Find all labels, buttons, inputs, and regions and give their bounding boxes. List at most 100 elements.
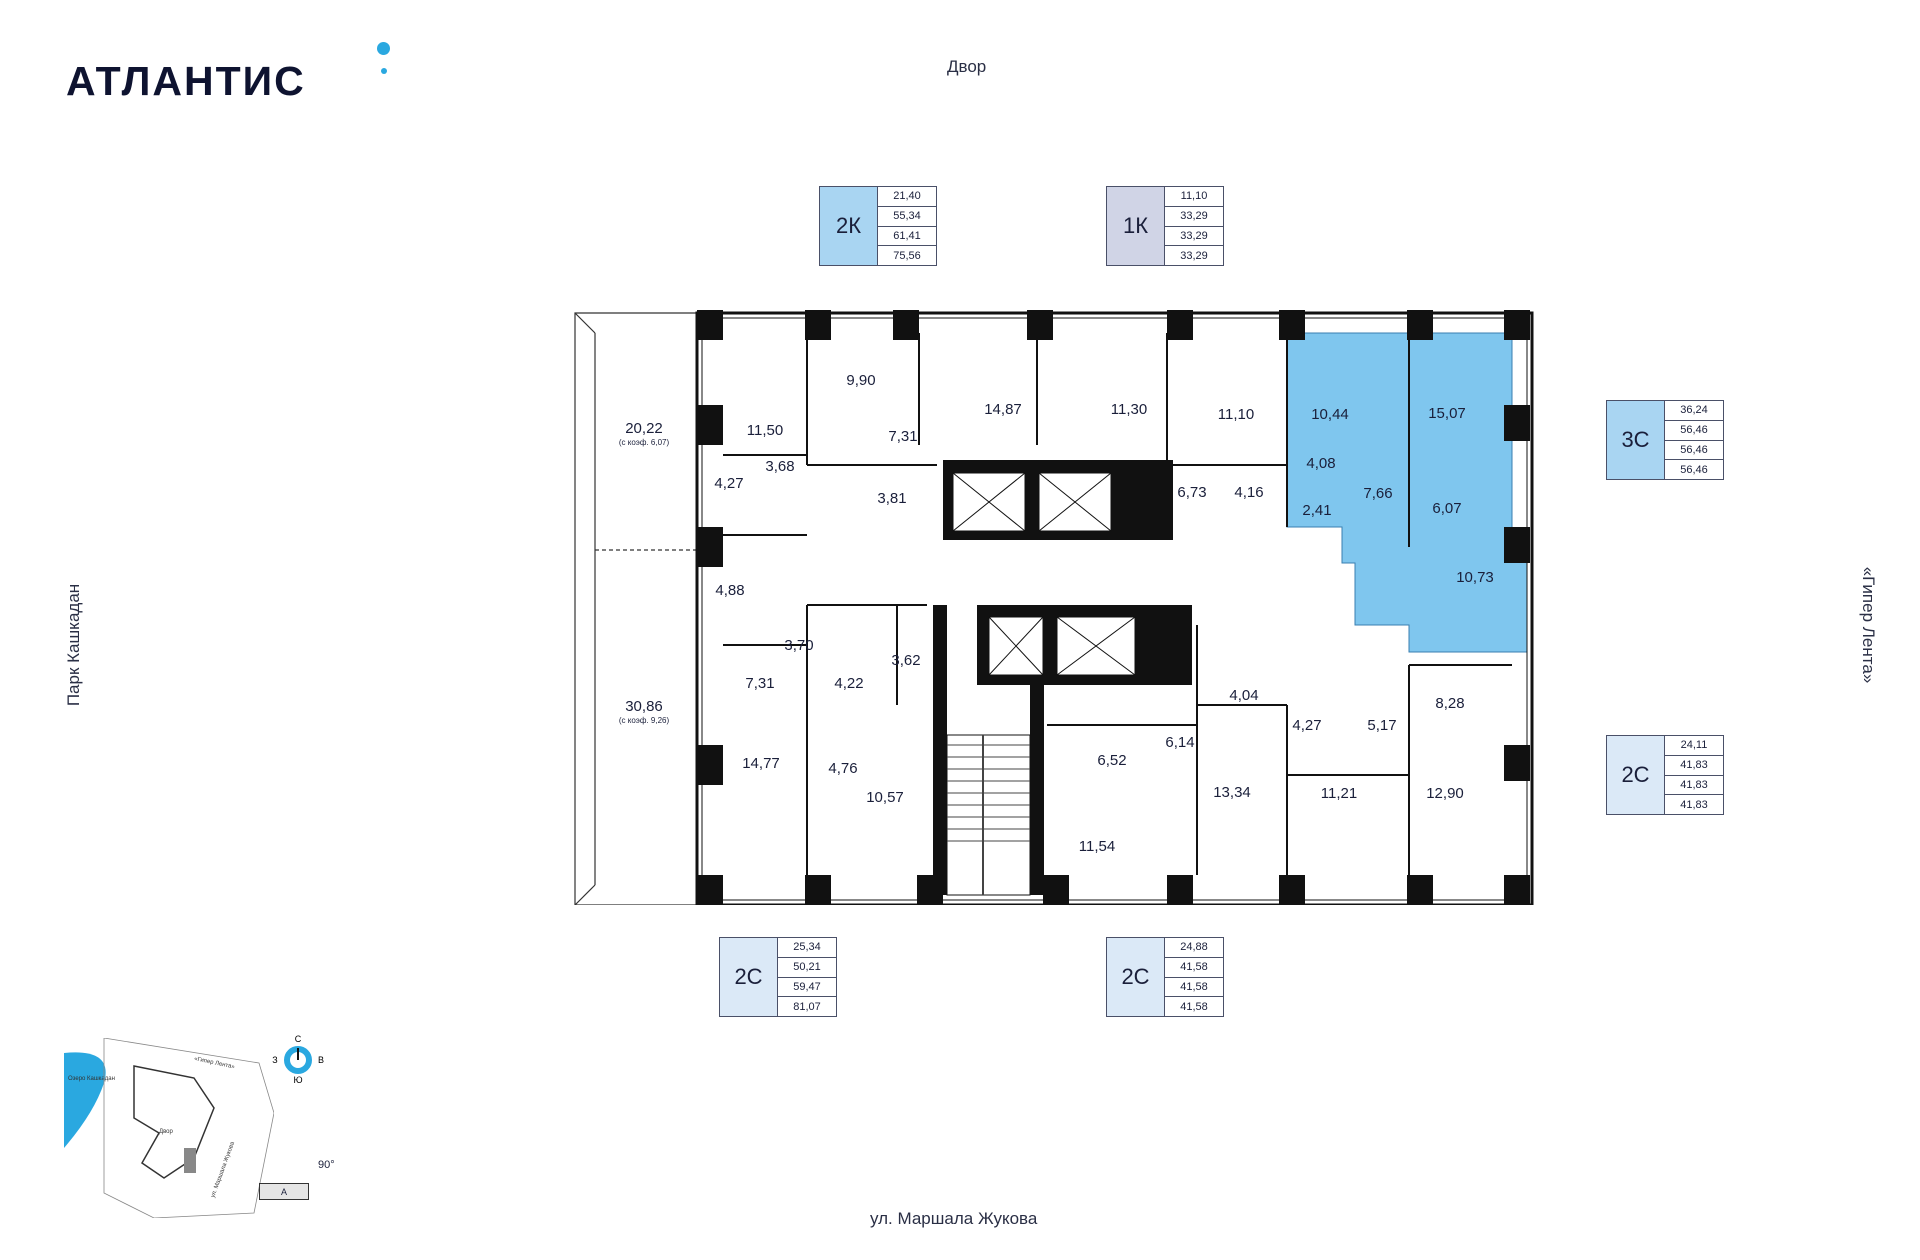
room-area: 7,31 bbox=[745, 675, 774, 692]
apartment-card-2k[interactable]: 2К 21,40 55,34 61,41 75,56 bbox=[819, 186, 937, 266]
compass-south: Ю bbox=[293, 1075, 302, 1085]
room-area: 3,68 bbox=[765, 458, 794, 475]
area-value: 33,29 bbox=[1165, 227, 1223, 247]
room-area: 7,31 bbox=[888, 428, 917, 445]
area-value: 50,21 bbox=[778, 958, 836, 978]
compass-east: В bbox=[318, 1055, 324, 1065]
brand-logo: АТЛАНТИС bbox=[66, 58, 306, 104]
area-value: 41,58 bbox=[1180, 1000, 1208, 1013]
direction-left-label: Парк Кашкадан bbox=[64, 583, 83, 707]
area-value: 41,83 bbox=[1665, 776, 1723, 796]
area-value: 41,83 bbox=[1665, 756, 1723, 776]
room-area: 4,04 bbox=[1229, 687, 1258, 704]
apartment-areas: 36,24 56,46 56,46 56,46 bbox=[1665, 401, 1723, 479]
apartment-card-2c-southwest[interactable]: 2С 25,34 50,21 59,47 81,07 bbox=[719, 937, 837, 1017]
room-area: 4,16 bbox=[1234, 484, 1263, 501]
highlighted-apartment[interactable] bbox=[1286, 332, 1528, 653]
room-area: 4,08 bbox=[1306, 455, 1335, 472]
area-value: 41,58 bbox=[1165, 958, 1223, 978]
room-area: 15,07 bbox=[1428, 405, 1466, 422]
area-value: 55,34 bbox=[878, 207, 936, 227]
area-value: 33,29 bbox=[1180, 249, 1208, 262]
apartment-areas: 25,34 50,21 59,47 81,07 bbox=[778, 938, 836, 1016]
apartment-card-2c-south[interactable]: 2С 24,88 41,58 41,58 41,58 bbox=[1106, 937, 1224, 1017]
area-value: 21,40 bbox=[878, 187, 936, 207]
apartment-code: 2С bbox=[720, 938, 778, 1016]
room-area: 6,73 bbox=[1177, 484, 1206, 501]
area-value: 41,83 bbox=[1680, 798, 1708, 811]
room-area: 13,34 bbox=[1213, 784, 1251, 801]
room-area: 5,17 bbox=[1367, 717, 1396, 734]
room-area: 4,76 bbox=[828, 760, 857, 777]
minimap-street-label: ул. Маршала Жукова bbox=[210, 1141, 236, 1199]
room-area: 14,77 bbox=[742, 755, 780, 772]
room-area: 7,66 bbox=[1363, 485, 1392, 502]
area-value: 36,24 bbox=[1665, 401, 1723, 421]
room-area: 3,62 bbox=[891, 652, 920, 669]
facade-columns bbox=[697, 310, 1530, 905]
minimap-lake-label: Озеро Кашкадан bbox=[68, 1076, 115, 1082]
staircase bbox=[947, 735, 1030, 895]
room-area: 6,52 bbox=[1097, 752, 1126, 769]
apartment-code: 2С bbox=[1607, 736, 1665, 814]
room-area: 10,73 bbox=[1456, 569, 1494, 586]
room-area: 11,54 bbox=[1079, 838, 1115, 855]
room-area: 4,27 bbox=[714, 475, 743, 492]
rotation-angle: 90° bbox=[318, 1159, 335, 1171]
apartment-areas: 24,88 41,58 41,58 41,58 bbox=[1165, 938, 1223, 1016]
building-core bbox=[933, 460, 1192, 896]
area-value: 33,29 bbox=[1165, 207, 1223, 227]
minimap-yard-label: Двор bbox=[159, 1129, 174, 1135]
area-value: 56,46 bbox=[1665, 421, 1723, 441]
area-value: 25,34 bbox=[778, 938, 836, 958]
area-value: 59,47 bbox=[778, 978, 836, 998]
room-area: 20,22 bbox=[625, 420, 663, 437]
compass-west: З bbox=[272, 1055, 277, 1065]
apartment-code: 2К bbox=[820, 187, 878, 265]
room-area: 14,87 bbox=[984, 401, 1022, 418]
compass-icon: С Ю З В bbox=[272, 1034, 324, 1085]
area-value: 61,41 bbox=[878, 227, 936, 247]
apartment-code: 2С bbox=[1107, 938, 1165, 1016]
room-area: 11,21 bbox=[1321, 785, 1357, 802]
outer-walls bbox=[695, 311, 1534, 905]
room-area: 4,88 bbox=[715, 582, 744, 599]
area-value: 56,46 bbox=[1680, 463, 1708, 476]
apartment-areas: 24,11 41,83 41,83 41,83 bbox=[1665, 736, 1723, 814]
room-area: 3,70 bbox=[784, 637, 813, 654]
room-area-note: (с коэф. 6,07) bbox=[619, 438, 670, 447]
room-area: 6,14 bbox=[1165, 734, 1194, 751]
direction-top-label: Двор bbox=[947, 57, 987, 76]
room-area: 30,86 bbox=[625, 698, 663, 715]
room-area: 10,44 bbox=[1311, 406, 1349, 423]
direction-bottom-label: ул. Маршала Жукова bbox=[870, 1209, 1038, 1228]
apartment-card-1k[interactable]: 1К 11,10 33,29 33,29 33,29 bbox=[1106, 186, 1224, 266]
terrace bbox=[574, 312, 698, 905]
room-area: 10,57 bbox=[866, 789, 904, 806]
lake-shape bbox=[64, 1052, 106, 1148]
area-value: 81,07 bbox=[793, 1000, 821, 1013]
room-area: 12,90 bbox=[1426, 785, 1464, 802]
room-area: 11,30 bbox=[1111, 401, 1147, 418]
apartment-code: 3С bbox=[1607, 401, 1665, 479]
area-value: 75,56 bbox=[893, 249, 921, 262]
room-area: 4,27 bbox=[1292, 717, 1321, 734]
room-area: 2,41 bbox=[1302, 502, 1331, 519]
area-value: 56,46 bbox=[1665, 441, 1723, 461]
room-labels: 20,22 (с коэф. 6,07) 30,86 (с коэф. 9,26… bbox=[619, 372, 1494, 855]
logo-dot-small-icon bbox=[381, 68, 387, 74]
interior-walls bbox=[723, 333, 1512, 875]
room-area: 3,81 bbox=[877, 490, 906, 507]
area-value: 11,10 bbox=[1165, 187, 1223, 207]
area-value: 24,11 bbox=[1665, 736, 1723, 756]
room-area: 9,90 bbox=[846, 372, 875, 389]
direction-right-label: «Гипер Лента» bbox=[1859, 566, 1878, 684]
site-minimap: Озеро Кашкадан «Гипер Лента» Двор ул. Ма… bbox=[64, 1038, 274, 1218]
floor-plan: 20,22 (с коэф. 6,07) 30,86 (с коэф. 9,26… bbox=[574, 310, 1534, 905]
area-value: 41,58 bbox=[1165, 978, 1223, 998]
block-label: А bbox=[259, 1183, 309, 1200]
apartment-card-3c[interactable]: 3С 36,24 56,46 56,46 56,46 bbox=[1606, 400, 1724, 480]
apartment-card-2c-east[interactable]: 2С 24,11 41,83 41,83 41,83 bbox=[1606, 735, 1724, 815]
room-area: 11,50 bbox=[747, 422, 783, 439]
room-area: 11,10 bbox=[1218, 406, 1254, 423]
